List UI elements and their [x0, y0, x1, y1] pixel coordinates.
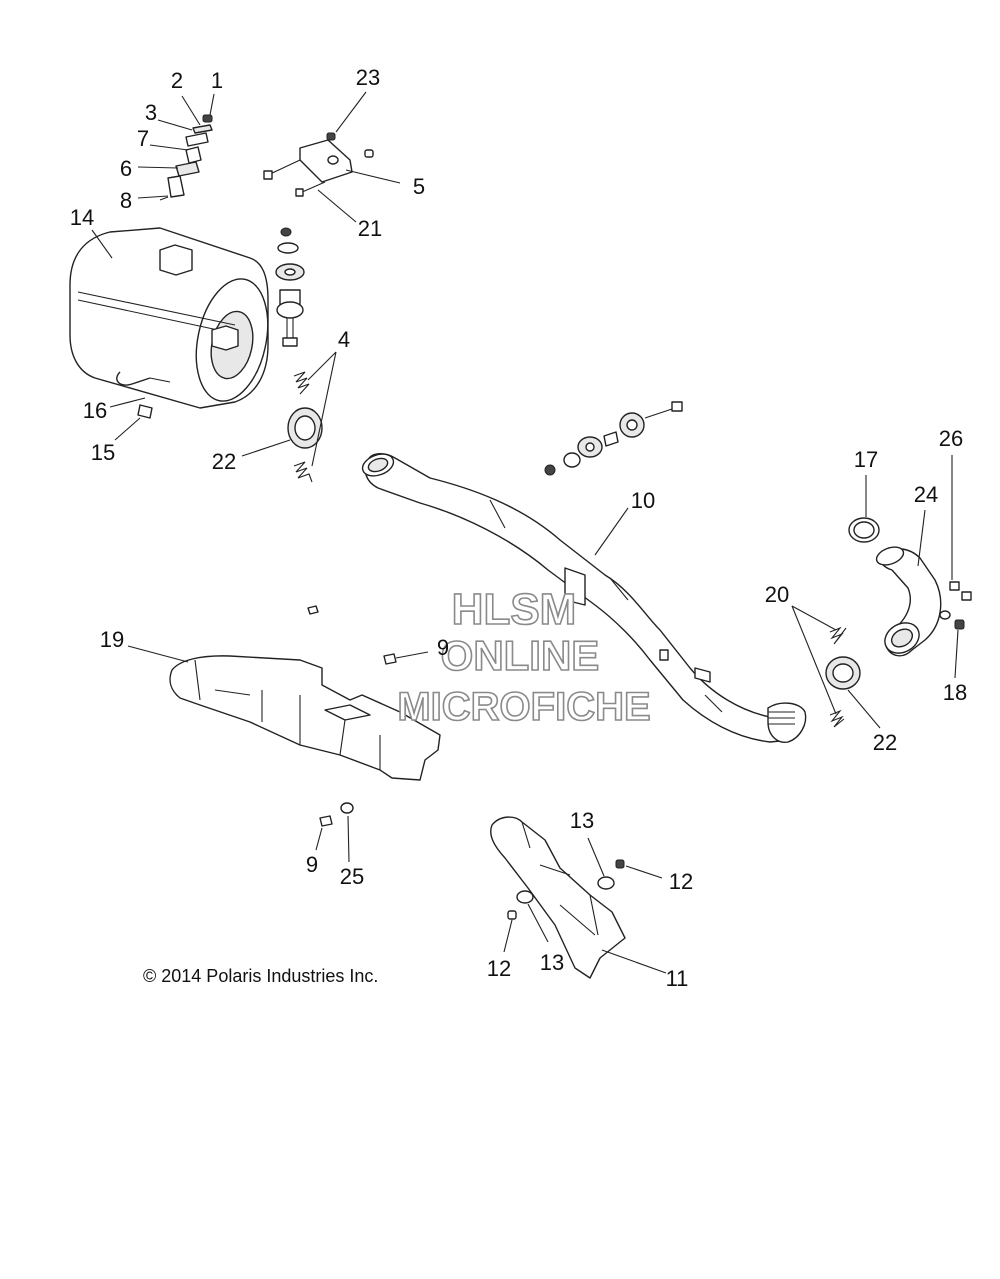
head-pipe [361, 453, 807, 743]
callout-4: 4 [338, 327, 350, 352]
callout-6: 6 [120, 156, 132, 181]
washer-13-lower [516, 890, 534, 904]
callout-19: 19 [100, 627, 124, 652]
callouts: 1 2 3 7 6 8 23 5 21 14 4 16 15 22 10 17 … [70, 65, 967, 991]
callout-1: 1 [211, 68, 223, 93]
callout-12-lower: 12 [487, 956, 511, 981]
callout-11: 11 [666, 966, 689, 991]
washer-13-upper [597, 876, 615, 890]
screw-9-mid [383, 653, 397, 665]
washer-25 [340, 802, 354, 814]
grommet-stack [275, 227, 305, 347]
callout-2: 2 [171, 68, 183, 93]
callout-12-upper: 12 [669, 869, 693, 894]
callout-13-lower: 13 [540, 950, 564, 975]
exhaust-elbow [875, 546, 942, 657]
callout-7: 7 [137, 126, 149, 151]
callout-24: 24 [914, 482, 938, 507]
screw-9-top [307, 605, 319, 615]
callout-15: 15 [91, 440, 115, 465]
copyright-text: © 2014 Polaris Industries Inc. [143, 966, 378, 986]
callout-18: 18 [943, 680, 967, 705]
callout-9-bottom: 9 [306, 852, 318, 877]
callout-22-right: 22 [873, 730, 897, 755]
headpipe-mount-hardware [544, 401, 683, 476]
leader-lines [91, 91, 959, 974]
nut-26 [949, 581, 960, 591]
heat-shield-19 [169, 655, 441, 781]
callout-25: 25 [340, 864, 364, 889]
muffler [69, 227, 269, 409]
watermark: HLSM ONLINE MICROFICHE [397, 584, 652, 730]
nut-12-lower [507, 910, 517, 920]
callout-8: 8 [120, 188, 132, 213]
callout-10: 10 [631, 488, 655, 513]
watermark-line1: HLSM [452, 585, 577, 634]
watermark-line3: MICROFICHE [397, 685, 650, 729]
spring-20-upper [829, 626, 847, 645]
callout-20: 20 [765, 582, 789, 607]
watermark-line2: ONLINE [441, 632, 600, 679]
spring-20-lower [829, 709, 845, 728]
callout-13-upper: 13 [570, 808, 594, 833]
nut-26b [961, 591, 972, 601]
mount-bracket [263, 132, 374, 197]
callout-26: 26 [939, 426, 963, 451]
heat-shield-11 [490, 816, 626, 979]
callout-5: 5 [413, 174, 425, 199]
screw-9-bottom [319, 815, 333, 827]
gasket-17 [848, 517, 880, 543]
gasket-left [287, 407, 323, 449]
callout-3: 3 [145, 100, 157, 125]
gasket-right [825, 656, 861, 690]
muffler-mount-hardware [159, 114, 213, 201]
callout-16: 16 [83, 398, 107, 423]
spring-lower [293, 461, 313, 483]
pin-15 [137, 404, 153, 419]
callout-22-left: 22 [212, 449, 236, 474]
spring-upper [293, 371, 310, 395]
callout-9-mid: 9 [437, 635, 449, 660]
callout-23: 23 [356, 65, 380, 90]
callout-14: 14 [70, 205, 94, 230]
callout-17: 17 [854, 447, 878, 472]
callout-21: 21 [358, 216, 382, 241]
nut-12-upper [615, 859, 625, 869]
washer-18 [939, 610, 951, 620]
nut-18 [954, 619, 965, 630]
